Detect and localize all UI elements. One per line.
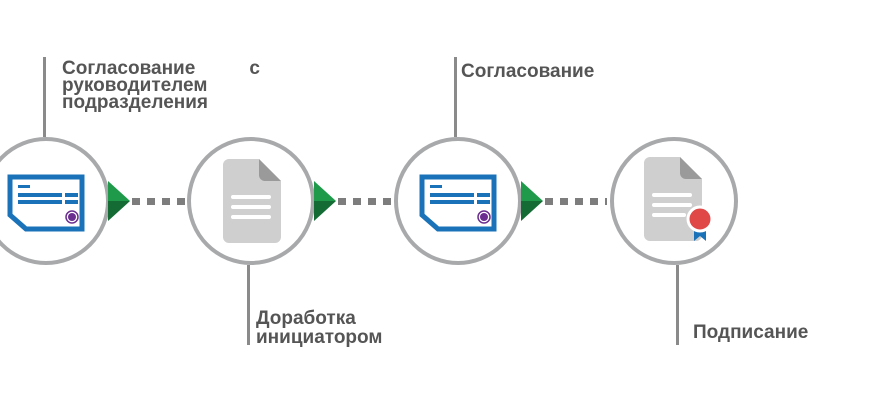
label-line: инициатором — [256, 327, 383, 348]
dotted-link-1 — [132, 198, 188, 205]
approval-card-icon — [7, 174, 85, 232]
connector-line-1 — [43, 57, 46, 137]
label-line: Подписание — [693, 322, 809, 343]
step-3-label: Согласование — [461, 62, 594, 81]
label-word: с — [249, 58, 260, 79]
dotted-link-2 — [338, 198, 394, 205]
arrow-right-icon — [314, 181, 336, 221]
document-icon — [223, 159, 281, 243]
step-2-circle — [187, 137, 315, 265]
dotted-link-3 — [545, 198, 607, 205]
connector-line-3 — [454, 57, 457, 137]
signed-document-icon — [644, 157, 714, 241]
step-3-circle — [394, 137, 522, 265]
step-2-label: Доработка инициатором — [256, 309, 382, 347]
connector-line-2 — [247, 265, 250, 345]
arrow-right-icon — [108, 181, 130, 221]
label-line: руководителем — [62, 75, 208, 96]
connector-line-4 — [676, 265, 679, 345]
label-line: подразделения — [62, 92, 208, 113]
step-4-circle — [610, 137, 738, 265]
step-1-circle — [0, 137, 110, 265]
approval-card-icon — [419, 174, 497, 232]
arrow-right-icon — [521, 181, 543, 221]
label-line: Согласование — [461, 61, 595, 82]
label-line: Согласование — [62, 58, 196, 79]
label-line: Доработка — [256, 308, 356, 329]
step-4-label: Подписание — [693, 323, 808, 342]
step-1-label: Согласование с руководителем подразделени… — [62, 59, 260, 112]
